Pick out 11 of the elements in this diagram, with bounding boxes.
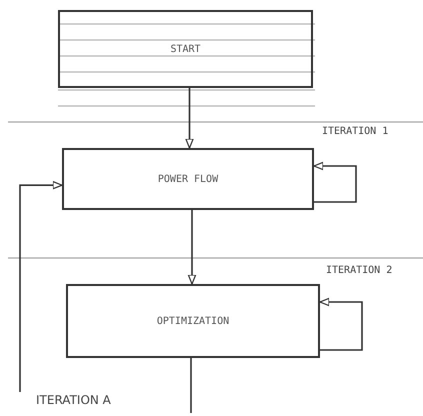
process-box xyxy=(58,10,313,88)
arrow xyxy=(319,298,363,351)
arrow xyxy=(188,210,196,285)
iteration-label: ITERATION 1 xyxy=(322,126,388,137)
process-box xyxy=(62,148,314,210)
arrow xyxy=(19,181,63,392)
arrow xyxy=(313,162,357,203)
arrow xyxy=(185,88,194,149)
iteration-label: ITERATION A xyxy=(36,393,111,407)
process-box xyxy=(66,284,320,358)
iteration-label: ITERATION 2 xyxy=(326,265,392,276)
